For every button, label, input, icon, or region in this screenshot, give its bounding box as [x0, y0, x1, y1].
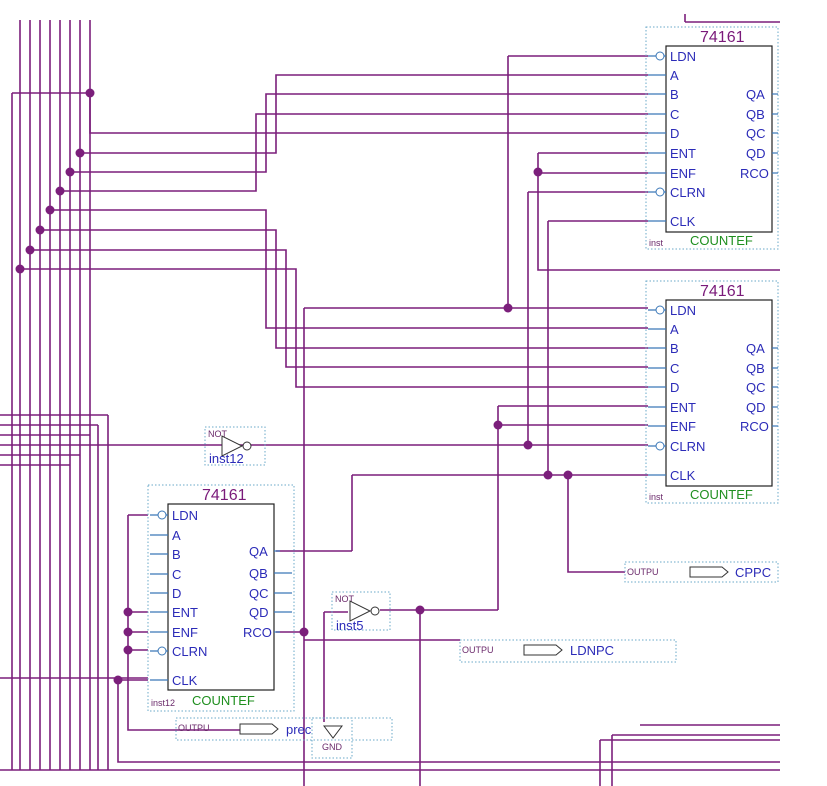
bottom-counter-wiring	[117, 514, 780, 786]
pin-qd: QD	[249, 605, 269, 620]
pin-qc: QC	[249, 586, 269, 601]
pin-clk: CLK	[172, 673, 198, 688]
pin-rco: RCO	[740, 166, 769, 181]
output-name: CPPC	[735, 565, 771, 580]
pin-ent: ENT	[670, 146, 696, 161]
pin-qb: QB	[249, 566, 268, 581]
output-prec[interactable]: OUTPU prec	[175, 717, 393, 741]
instance-label: inst	[649, 492, 664, 502]
pin-enp: ENF	[670, 419, 696, 434]
output-tag: OUTPU	[627, 567, 659, 577]
pin-qc: QC	[746, 126, 766, 141]
top-counter-wiring	[12, 14, 780, 475]
pin-a: A	[172, 528, 181, 543]
pin-qa: QA	[746, 341, 765, 356]
pin-clrn: CLRN	[172, 644, 207, 659]
pin-rco: RCO	[740, 419, 769, 434]
pin-qa: QA	[746, 87, 765, 102]
output-name: LDNPC	[570, 643, 614, 658]
pin-d: D	[670, 380, 679, 395]
pin-clrn: CLRN	[670, 185, 705, 200]
counter-top[interactable]: 74161 LDN A B C D ENT ENF CLRN CLK QA QB…	[645, 26, 779, 250]
pin-c: C	[172, 567, 181, 582]
not-instance: inst12	[209, 451, 244, 466]
output-ldnpc[interactable]: OUTPU LDNPC	[459, 639, 677, 663]
counter-part-number: 74161	[700, 29, 745, 46]
pin-qc: QC	[746, 380, 766, 395]
counter-part-number: 74161	[202, 487, 247, 504]
not-label: NOT	[335, 594, 355, 604]
pin-ldn: LDN	[172, 508, 198, 523]
counter-part-number: 74161	[700, 283, 745, 300]
middle-counter-wiring	[0, 209, 648, 786]
output-tag: OUTPU	[462, 645, 494, 655]
counter-type-label: COUNTEF	[192, 693, 255, 708]
not-label: NOT	[208, 429, 228, 439]
pin-clk: CLK	[670, 214, 696, 229]
pin-c: C	[670, 107, 679, 122]
counter-middle[interactable]: 74161 LDN A B C D ENT ENF CLRN CLK QA QB…	[645, 280, 779, 504]
pin-qa: QA	[249, 544, 268, 559]
pin-d: D	[670, 126, 679, 141]
not-instance: inst5	[336, 618, 363, 633]
pin-qb: QB	[746, 107, 765, 122]
pin-rco: RCO	[243, 625, 272, 640]
pin-b: B	[172, 547, 181, 562]
pin-a: A	[670, 322, 679, 337]
not-gate-upper[interactable]: NOT inst12	[204, 426, 266, 466]
pin-clk: CLK	[670, 468, 696, 483]
pin-d: D	[172, 586, 181, 601]
ground-symbol[interactable]: GND	[311, 717, 353, 759]
ground-label: GND	[322, 742, 343, 752]
output-cppc[interactable]: OUTPU CPPC	[624, 561, 779, 583]
pin-b: B	[670, 87, 679, 102]
pin-c: C	[670, 361, 679, 376]
pin-enp: ENF	[172, 625, 198, 640]
pin-qd: QD	[746, 146, 766, 161]
junction-dots	[15, 88, 573, 685]
output-tag: OUTPU	[178, 723, 210, 733]
instance-label: inst12	[151, 698, 175, 708]
pin-b: B	[670, 341, 679, 356]
left-bus	[11, 20, 109, 770]
pin-ldn: LDN	[670, 49, 696, 64]
output-name: prec	[286, 722, 312, 737]
pin-clrn: CLRN	[670, 439, 705, 454]
pin-qd: QD	[746, 400, 766, 415]
not-gate-lower[interactable]: NOT inst5	[331, 591, 391, 633]
pin-enp: ENF	[670, 166, 696, 181]
counter-type-label: COUNTEF	[690, 233, 753, 248]
pin-a: A	[670, 68, 679, 83]
lower-bus-lines	[0, 414, 780, 771]
pin-ent: ENT	[670, 400, 696, 415]
instance-label: inst	[649, 238, 664, 248]
pin-qb: QB	[746, 361, 765, 376]
counter-bottom[interactable]: 74161 LDN A B C D ENT ENF CLRN CLK QA QB…	[147, 484, 295, 712]
counter-type-label: COUNTEF	[690, 487, 753, 502]
pin-ldn: LDN	[670, 303, 696, 318]
pin-ent: ENT	[172, 605, 198, 620]
